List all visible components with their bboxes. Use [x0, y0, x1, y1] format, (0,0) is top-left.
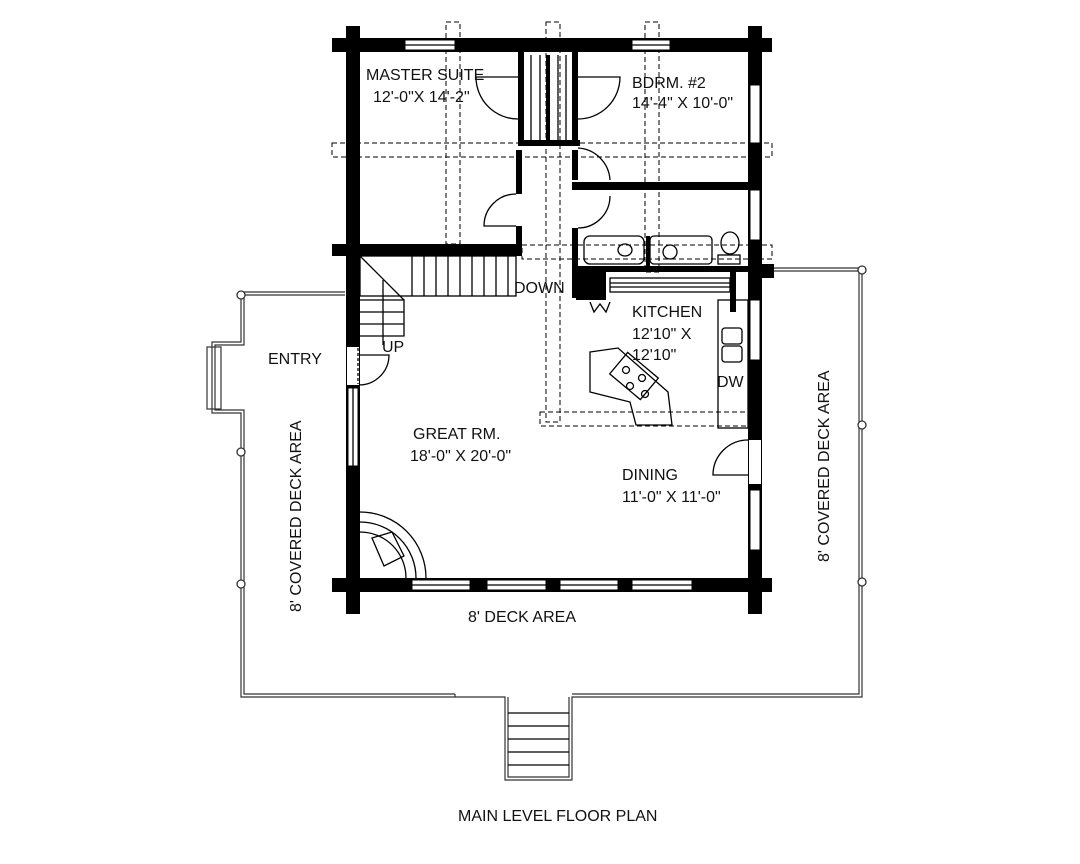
interior-stairs	[359, 255, 517, 345]
master-suite-name: MASTER SUITE	[366, 67, 484, 84]
entry-label: ENTRY	[268, 351, 322, 368]
kitchen-name: KITCHEN	[632, 304, 702, 321]
kitchen-size-line1: 12'10" X	[632, 326, 692, 343]
kitchen-size-line2: 12'10"	[632, 347, 676, 364]
great-room-name: GREAT RM.	[413, 426, 500, 443]
exterior-walls	[332, 26, 774, 614]
bathroom-fixtures	[583, 231, 741, 266]
right-deck-label: 8' COVERED DECK AREA	[816, 370, 833, 562]
kitchen-fixtures: DW	[589, 277, 749, 429]
master-suite-size: 12'-0"X 14'-2"	[373, 89, 470, 106]
stairs-up-label: UP	[382, 339, 404, 356]
bedroom2-size: 14'-4" X 10'-0"	[632, 95, 733, 112]
room-labels: MASTER SUITE 12'-0"X 14'-2" BDRM. #2 14'…	[268, 67, 833, 825]
dishwasher-label: DW	[717, 374, 745, 391]
great-room-size: 18'-0" X 20'-0"	[410, 448, 511, 465]
fireplace	[359, 511, 427, 579]
stairs-down-label: DOWN	[514, 280, 565, 297]
interior-walls	[516, 52, 748, 312]
plan-title: MAIN LEVEL FLOOR PLAN	[458, 808, 657, 825]
windows	[347, 39, 761, 591]
dining-size: 11'-0" X 11'-0"	[622, 489, 721, 506]
deck-outline	[206, 267, 863, 781]
dining-name: DINING	[622, 467, 678, 484]
deck-posts	[236, 265, 867, 589]
front-steps	[508, 712, 569, 766]
front-deck-label: 8' DECK AREA	[468, 609, 576, 626]
left-deck-label: 8' COVERED DECK AREA	[288, 420, 305, 612]
door-swings	[358, 76, 749, 476]
bedroom2-name: BDRM. #2	[632, 75, 706, 92]
